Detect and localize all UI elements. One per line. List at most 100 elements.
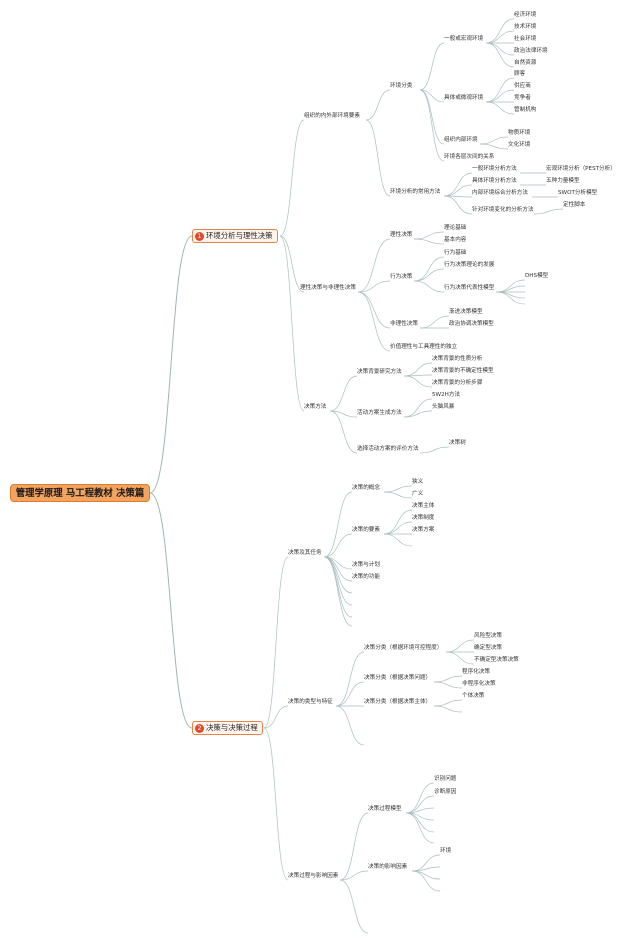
connector-line-65	[323, 556, 353, 627]
node-certain-decision[interactable]: 确定型决策	[474, 645, 502, 651]
node-decision-function[interactable]: 决策的功能	[352, 574, 380, 580]
node-diagnose-cause[interactable]: 诊断原因	[434, 789, 457, 795]
node-rational-irrational[interactable]: 理性决策与非理性决策	[300, 285, 356, 291]
connector-line-41	[485, 89, 515, 103]
node-political-model[interactable]: 政治协调决策模型	[449, 321, 494, 327]
node-social-env[interactable]: 社会环境	[514, 36, 537, 42]
node-5w2h[interactable]: 5W2H方法	[432, 392, 461, 398]
connector-line-36	[485, 30, 515, 44]
node-environment[interactable]: 环境	[440, 848, 452, 854]
node-political-legal-env[interactable]: 政治法律环境	[514, 48, 548, 54]
connector-line-73	[383, 485, 413, 493]
node-specific-env-method[interactable]: 具体环境分析方法	[472, 178, 517, 184]
node-type-by-env[interactable]: 决策分类（根据环境可控程度）	[364, 645, 443, 651]
node-swot[interactable]: SWOT分析模型	[558, 190, 598, 196]
node-behavior-model[interactable]: 行为决策代表性模型	[444, 285, 495, 291]
node-dhs-model[interactable]: DHS模型	[525, 273, 549, 279]
node-physical-env[interactable]: 物质环境	[508, 130, 531, 136]
node-decision-scheme[interactable]: 决策方案	[412, 527, 435, 533]
connector-line-29	[403, 362, 433, 377]
node-risk-decision[interactable]: 风险型决策	[474, 633, 502, 639]
node-uncertain-decision[interactable]: 不确定型决策决策	[474, 657, 519, 663]
node-regulators[interactable]: 管制机构	[514, 107, 537, 113]
connector-line-0	[149, 235, 193, 494]
node-behavior-basis[interactable]: 行为基础	[444, 250, 467, 256]
node-decision-types[interactable]: 决策的类型与特征	[288, 699, 333, 705]
node-influence-factors[interactable]: 决策的影响因素	[368, 864, 408, 870]
node-internal-external-env[interactable]: 组织的内外部环境要素	[304, 113, 360, 119]
node-programmed-decision[interactable]: 程序化决策	[462, 669, 490, 675]
node-incremental-model[interactable]: 渐进决策模型	[449, 309, 483, 315]
node-specific-env[interactable]: 具体或微观环境	[444, 95, 484, 101]
node-decision-process[interactable]: 决策过程与影响因素	[288, 873, 339, 879]
node-customers[interactable]: 顾客	[514, 71, 526, 77]
connector-line-3	[279, 235, 305, 293]
node-internal-env-method[interactable]: 内部环境综合分析方法	[472, 190, 528, 196]
connector-line-15	[419, 89, 445, 103]
branch-1-label: 环境分析与理性决策	[206, 231, 273, 240]
connector-line-64	[323, 556, 353, 618]
connector-line-16	[419, 89, 445, 145]
node-value-tool-rationality[interactable]: 价值理性与工具理性的独立	[390, 344, 458, 350]
connector-line-35	[485, 18, 515, 44]
node-internal-env[interactable]: 组织内部环境	[444, 137, 478, 143]
node-competitors[interactable]: 竞争者	[514, 95, 531, 101]
node-five-forces[interactable]: 五种力量模型	[546, 178, 580, 184]
connector-line-90	[405, 812, 435, 833]
node-bg-uncertainty-model[interactable]: 决策背景的不确定性模型	[432, 368, 494, 374]
branch-1-number-badge: 1	[195, 231, 204, 241]
node-decision-plan[interactable]: 决策与计划	[352, 562, 380, 568]
node-pest[interactable]: 宏观环境分析（PEST分析）	[546, 166, 616, 172]
node-bg-analysis-steps[interactable]: 决策背景的分析步骤	[432, 380, 483, 386]
node-decision-methods[interactable]: 决策方法	[304, 404, 327, 410]
node-decision-subject[interactable]: 决策主体	[412, 503, 435, 509]
node-env-level-relation[interactable]: 环境各层次间的关系	[444, 154, 495, 160]
node-type-by-problem[interactable]: 决策分类（根据决策问题）	[364, 675, 432, 681]
node-individual-decision[interactable]: 个体决策	[462, 693, 485, 699]
node-narrow-sense[interactable]: 狭义	[412, 479, 424, 485]
node-irrational-decision[interactable]: 非理性决策	[390, 321, 418, 327]
node-natural-resources[interactable]: 自然资源	[514, 60, 537, 66]
node-env-analysis-methods[interactable]: 环境分析的常用方法	[390, 189, 441, 195]
node-decision-elements[interactable]: 决策的要素	[352, 527, 380, 533]
connector-line-6	[365, 119, 391, 197]
connector-line-13	[329, 410, 358, 454]
connector-line-8	[357, 280, 391, 293]
connector-line-59	[323, 533, 353, 558]
node-economic-env[interactable]: 经济环境	[514, 12, 537, 18]
node-env-change-method[interactable]: 针对环境变化的分析方法	[472, 207, 534, 213]
connector-line-31	[403, 375, 433, 388]
node-plan-evaluation[interactable]: 选择活动方案的评价方法	[357, 446, 419, 452]
node-type-by-subject[interactable]: 决策分类（根据决策主体）	[364, 699, 432, 705]
node-decision-and-tasks[interactable]: 决策及其任务	[288, 550, 322, 556]
node-decision-tree[interactable]: 决策树	[449, 440, 466, 446]
node-background-research[interactable]: 决策背景研究方法	[357, 369, 402, 375]
node-technology-env[interactable]: 技术环境	[514, 24, 537, 30]
node-brainstorm[interactable]: 头脑风暴	[432, 404, 455, 410]
node-basic-content[interactable]: 基本内容	[444, 237, 467, 243]
connector-line-69	[335, 705, 365, 746]
node-decision-concept[interactable]: 决策的概念	[352, 485, 380, 491]
node-process-model[interactable]: 决策过程模型	[368, 806, 402, 812]
node-behavioral-decision[interactable]: 行为决策	[390, 274, 413, 280]
root-topic[interactable]: 管理学原理 马工程教材 决策篇	[10, 484, 150, 502]
node-general-env[interactable]: 一般或宏观环境	[444, 36, 484, 42]
node-culture-env[interactable]: 文化环境	[508, 142, 531, 148]
node-env-classification[interactable]: 环境分类	[390, 83, 413, 89]
node-decision-system[interactable]: 决策制度	[412, 515, 435, 521]
node-behavior-theory-dev[interactable]: 行为决策理论的发展	[444, 262, 495, 268]
node-identify-problem[interactable]: 识别问题	[434, 776, 457, 782]
connector-line-95	[411, 870, 441, 892]
node-bg-nature-analysis[interactable]: 决策背景的性质分析	[432, 356, 483, 362]
node-general-env-method[interactable]: 一般环境分析方法	[472, 166, 517, 172]
node-theory-basis[interactable]: 理论基础	[444, 225, 467, 231]
connector-line-44	[479, 136, 509, 145]
node-plan-generation[interactable]: 活动方案生成方法	[357, 410, 402, 416]
node-nonprogrammed-decision[interactable]: 非程序化决策	[462, 681, 496, 687]
node-suppliers[interactable]: 供应商	[514, 83, 531, 89]
node-broad-sense[interactable]: 广义	[412, 491, 424, 497]
node-scenario[interactable]: 定性脚本	[563, 202, 586, 208]
node-rational-decision[interactable]: 理性决策	[390, 232, 413, 238]
